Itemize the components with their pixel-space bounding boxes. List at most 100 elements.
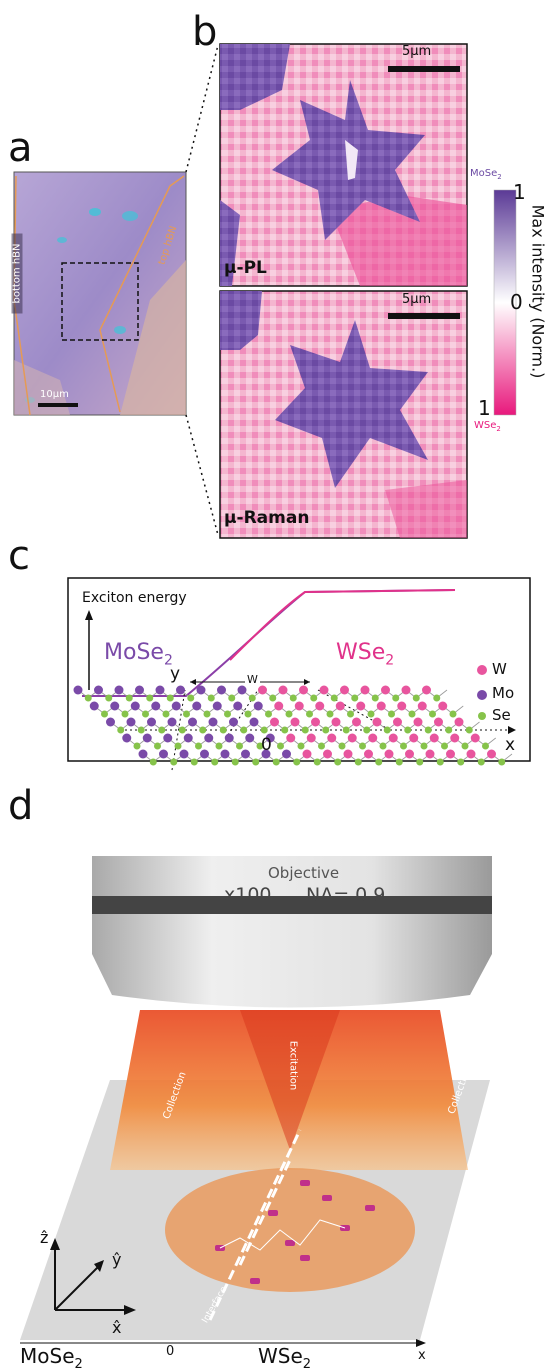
lattice-bond	[282, 689, 294, 699]
lattice-mo-atom	[142, 733, 152, 743]
lattice-se-atom	[445, 726, 453, 734]
lattice-bond	[183, 753, 195, 763]
lattice-mo-atom	[89, 701, 99, 711]
lattice-bond	[142, 753, 154, 763]
colorbar-title: Max intensity (Norm.)	[528, 204, 548, 379]
lattice-bond	[460, 753, 472, 763]
lattice-w-atom	[340, 685, 349, 695]
lattice-bond	[211, 689, 222, 699]
lattice-bond	[469, 721, 480, 731]
lattice-bond	[452, 705, 464, 715]
lattice-se-atom	[449, 710, 457, 718]
lattice-bond	[278, 705, 290, 715]
lattice-se-atom	[215, 742, 223, 750]
lattice-w-atom	[425, 749, 435, 759]
lattice-bond	[442, 705, 454, 715]
lattice-bond	[346, 721, 357, 731]
lattice-bond	[311, 737, 322, 747]
lattice-bond	[344, 689, 355, 699]
lattice-bond	[229, 737, 240, 747]
collection-right-label: Collection	[446, 1065, 474, 1116]
lattice-bond	[182, 721, 193, 731]
lattice-bond	[366, 721, 378, 731]
lattice-w-atom	[454, 717, 464, 727]
lattice-mo-atom	[122, 733, 132, 743]
lattice-w-atom	[315, 701, 325, 711]
lattice-mo-atom	[192, 701, 202, 711]
lattice-bond	[436, 689, 448, 699]
lattice-se-atom	[248, 694, 256, 702]
lattice-mo-atom	[176, 685, 185, 695]
lattice-se-atom	[142, 710, 149, 718]
lattice-bond	[454, 737, 466, 747]
lattice-bond	[413, 737, 425, 747]
lattice-se-atom	[318, 742, 325, 750]
lattice-se-atom	[338, 742, 346, 750]
lattice-w-atom	[306, 733, 316, 743]
pl-scalebar-label: 5μm	[402, 44, 432, 59]
collection-left-label: Collection	[161, 1070, 189, 1121]
lattice-bond	[77, 689, 89, 699]
lattice-w-atom	[302, 749, 312, 759]
lattice-bond	[212, 721, 224, 731]
lattice-mo-atom	[171, 701, 181, 711]
lattice-bond	[438, 721, 449, 731]
lattice-mo-atom	[138, 749, 148, 759]
lattice-bond	[265, 753, 277, 763]
axis-y-label-d: ŷ	[112, 1250, 122, 1269]
lattice-bond	[192, 721, 203, 731]
lattice-bond	[188, 737, 199, 747]
lattice-se-atom	[395, 758, 403, 766]
lattice-se-atom	[392, 694, 400, 702]
lattice-bond	[329, 705, 341, 715]
lattice-se-atom	[334, 758, 342, 766]
lattice-bond	[335, 721, 347, 731]
lattice-bond	[129, 689, 140, 699]
lattice-bond	[315, 721, 326, 731]
lattice-bond	[362, 737, 373, 747]
lattice-se-atom	[207, 694, 215, 702]
lattice-w-atom	[319, 685, 329, 695]
lattice-w-atom	[429, 733, 439, 743]
colorbar-bottom-label: WSe2	[474, 420, 501, 433]
lattice-se-atom	[101, 710, 108, 718]
lattice-mo-atom	[159, 749, 168, 759]
lattice-se-atom	[211, 758, 219, 766]
lattice-mo-atom	[163, 733, 173, 743]
lattice-bond	[372, 737, 384, 747]
lattice-w-atom	[294, 701, 304, 711]
lattice-se-atom	[178, 726, 186, 734]
lattice-w-atom	[466, 749, 476, 759]
lattice-se-atom	[351, 694, 359, 702]
lattice-se-atom	[224, 710, 231, 718]
lattice-bond	[235, 753, 246, 763]
x-end-label-d: x	[418, 1348, 426, 1363]
lattice-bond	[321, 737, 332, 747]
lattice-bond	[171, 721, 183, 731]
lattice-mo-atom	[204, 733, 214, 743]
lattice-bond	[177, 737, 189, 747]
lattice-se-atom	[166, 694, 174, 702]
lattice-w-atom	[290, 717, 300, 727]
lattice-w-atom	[405, 749, 414, 759]
lattice-bond	[202, 721, 214, 731]
lattice-w-atom	[393, 717, 402, 727]
lattice-mo-atom	[179, 749, 189, 759]
lattice-se-atom	[240, 726, 248, 734]
lattice-mo-atom	[224, 733, 234, 743]
lattice-se-atom	[84, 694, 92, 702]
lattice-se-atom	[285, 710, 293, 718]
lattice-w-atom	[409, 733, 419, 743]
lattice-se-atom	[272, 758, 280, 766]
lattice-se-atom	[371, 694, 379, 702]
axis-y-label-c: y	[170, 664, 181, 684]
lattice-bond	[419, 753, 431, 763]
lattice-se-atom	[429, 710, 436, 718]
lattice-bond	[118, 689, 130, 699]
lattice-bond	[426, 689, 437, 699]
lattice-w-atom	[347, 733, 357, 743]
left-material-c: MoSe2	[104, 640, 173, 669]
panel-c-letter: c	[8, 533, 30, 579]
lattice-se-atom	[269, 694, 277, 702]
